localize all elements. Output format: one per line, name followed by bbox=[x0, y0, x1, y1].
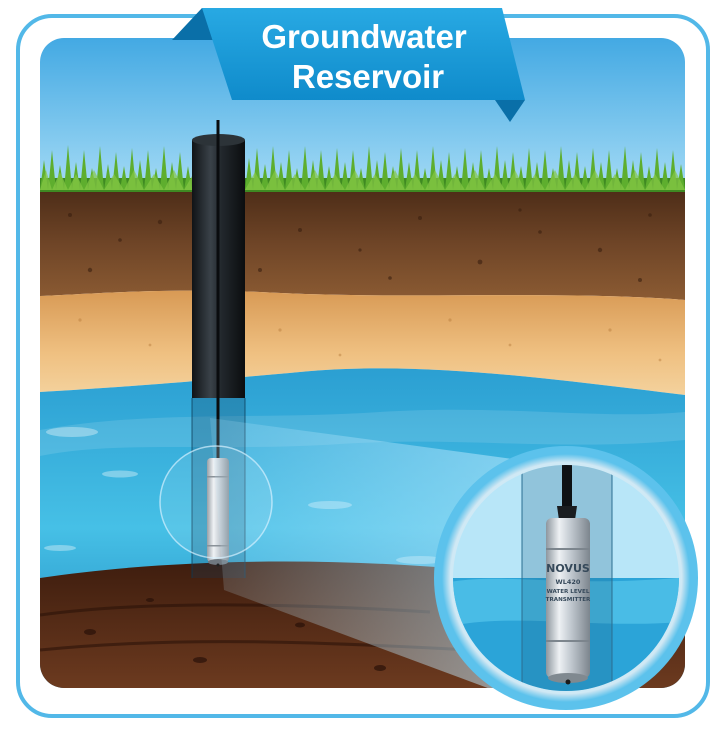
ground-cross-section bbox=[40, 38, 685, 688]
magnify-beam bbox=[210, 418, 520, 688]
magnifier-circle-small bbox=[159, 445, 273, 559]
soil-specks bbox=[68, 208, 652, 282]
bedrock-pebbles bbox=[84, 598, 386, 671]
sensor-brand: NOVUS bbox=[546, 562, 590, 575]
water-wave-band bbox=[40, 409, 685, 456]
sensor-model: WL420 bbox=[556, 578, 581, 586]
zoom-lens: NOVUS WL420 WATER LEVEL TRANSMITTER bbox=[434, 446, 698, 710]
sand-specks bbox=[78, 318, 662, 362]
sensor-label-line1: WATER LEVEL bbox=[547, 589, 590, 595]
title-line2: Reservoir bbox=[292, 58, 444, 95]
title-banner: Groundwater Reservoir bbox=[172, 8, 525, 122]
sensor-closeup-body bbox=[546, 518, 590, 678]
sensor-label-line2: TRANSMITTER bbox=[546, 597, 591, 603]
title-line1: Groundwater bbox=[261, 18, 467, 55]
topsoil-layer bbox=[40, 188, 685, 300]
title-banner-shape bbox=[202, 8, 525, 100]
